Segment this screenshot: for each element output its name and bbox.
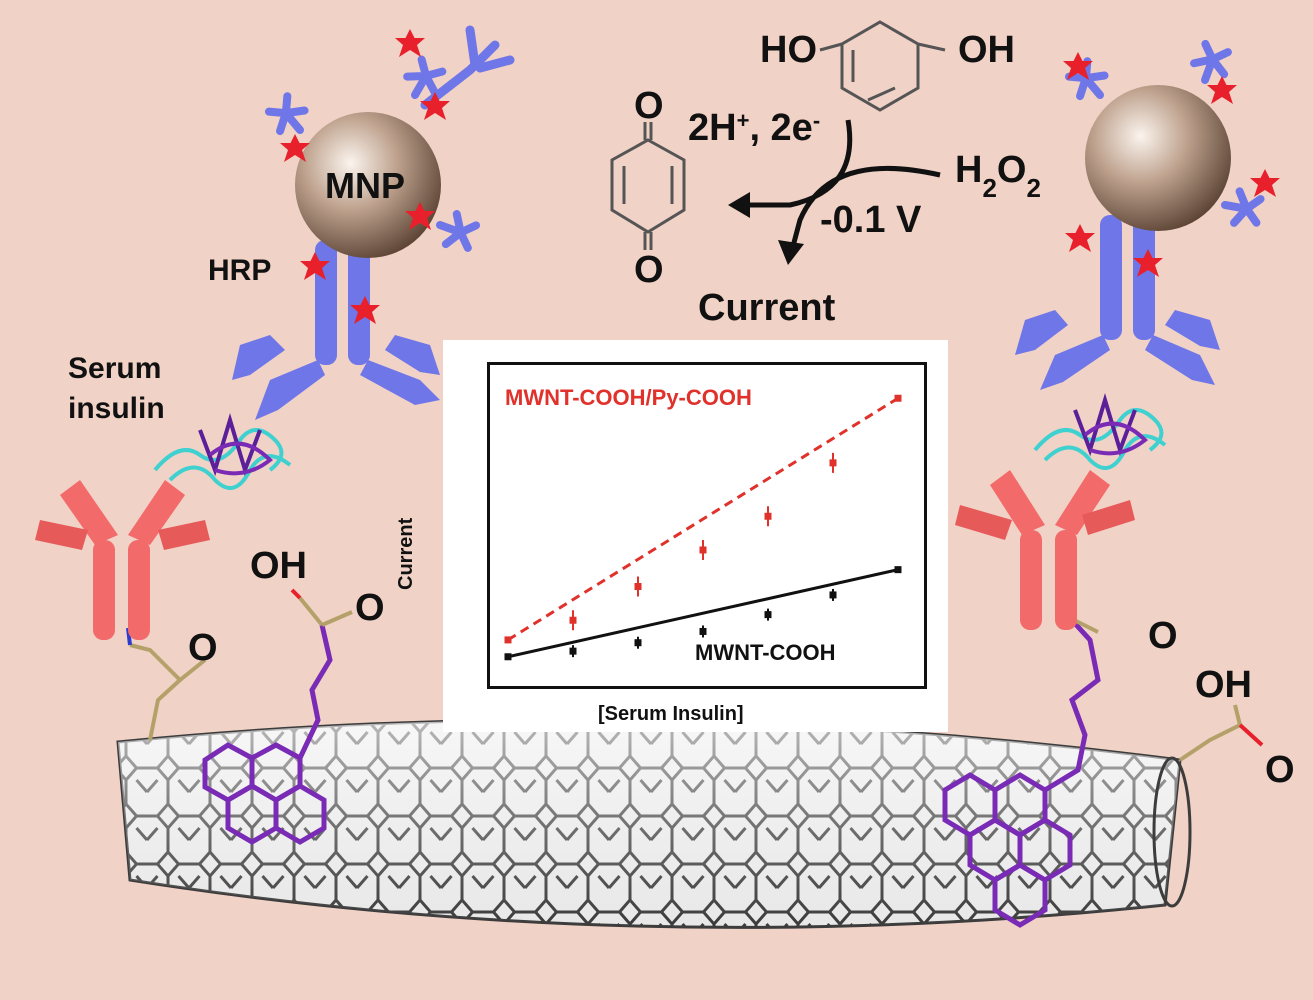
insulin-left <box>153 413 292 490</box>
pyrene-linker-right <box>942 616 1101 928</box>
detection-antibody-left <box>232 240 440 420</box>
inset-plot-frame: MWNT-COOH/Py-COOH MWNT-COOH <box>487 362 927 689</box>
series-line-0 <box>507 396 899 642</box>
left-linker-o-label: O <box>188 627 218 669</box>
oh-top-label: OH <box>958 29 1015 71</box>
pyrene-linker-left <box>202 624 333 845</box>
series-label-py-cooh: MWNT-COOH/Py-COOH <box>505 385 752 410</box>
h2o2-sub-b: 2 <box>1026 173 1040 203</box>
quinone-top-o-label: O <box>634 85 664 127</box>
mnp-bead-left: MNP <box>295 112 441 258</box>
two-e-text: , 2e <box>749 107 812 149</box>
inset-plot-svg <box>504 394 902 661</box>
right-linker-o-label: O <box>1148 615 1178 657</box>
carbon-nanotube <box>116 718 1192 929</box>
middle-o-label: O <box>355 587 385 629</box>
hrp-label: HRP <box>208 254 271 287</box>
middle-oh-label: OH <box>250 545 307 587</box>
data-point-s1-0 <box>504 653 512 661</box>
h2o2-label: H2O2 <box>955 149 1041 203</box>
capture-antibody-left <box>35 480 210 640</box>
carboxyl-middle <box>290 588 353 627</box>
right-end-oh-label: OH <box>1195 664 1252 706</box>
mnp-bead-right <box>1085 85 1231 231</box>
mnp-antibodies-left <box>266 25 515 252</box>
proton-electron-label: 2H+, 2e- <box>688 107 820 149</box>
voltage-label: -0.1 V <box>820 199 922 241</box>
reaction-arrows <box>728 119 941 265</box>
series-line-1 <box>507 568 899 659</box>
mnp-label: MNP <box>325 165 405 206</box>
data-point-s0-6 <box>894 394 902 402</box>
insulin-label: insulin <box>68 392 165 425</box>
data-point-s0-0 <box>504 636 512 644</box>
carboxyl-right-end <box>1178 704 1264 762</box>
serum-label: Serum <box>68 352 161 385</box>
h2o2-sub-a: 2 <box>982 173 996 203</box>
series-label-mwnt-cooh: MWNT-COOH <box>695 640 836 665</box>
insulin-right <box>1033 393 1167 470</box>
h2o2-o: O <box>997 149 1027 191</box>
detection-antibody-right <box>1015 215 1220 390</box>
quinone-bottom-o-label: O <box>634 249 664 291</box>
benzoquinone-structure <box>610 122 686 250</box>
right-end-o-label: O <box>1265 749 1295 791</box>
ho-label: HO <box>760 29 817 71</box>
two-h-text: 2H <box>688 107 737 149</box>
hydroquinone-structure <box>819 20 946 112</box>
plus-superscript: + <box>737 108 750 133</box>
inset-y-axis-label: Current <box>395 517 417 590</box>
h2o2-h: H <box>955 149 982 191</box>
current-label: Current <box>698 287 836 329</box>
capture-antibody-right <box>955 470 1135 630</box>
data-point-s1-6 <box>894 566 902 574</box>
inset-x-axis-label: [Serum Insulin] <box>598 703 744 725</box>
minus-superscript: - <box>813 108 820 133</box>
